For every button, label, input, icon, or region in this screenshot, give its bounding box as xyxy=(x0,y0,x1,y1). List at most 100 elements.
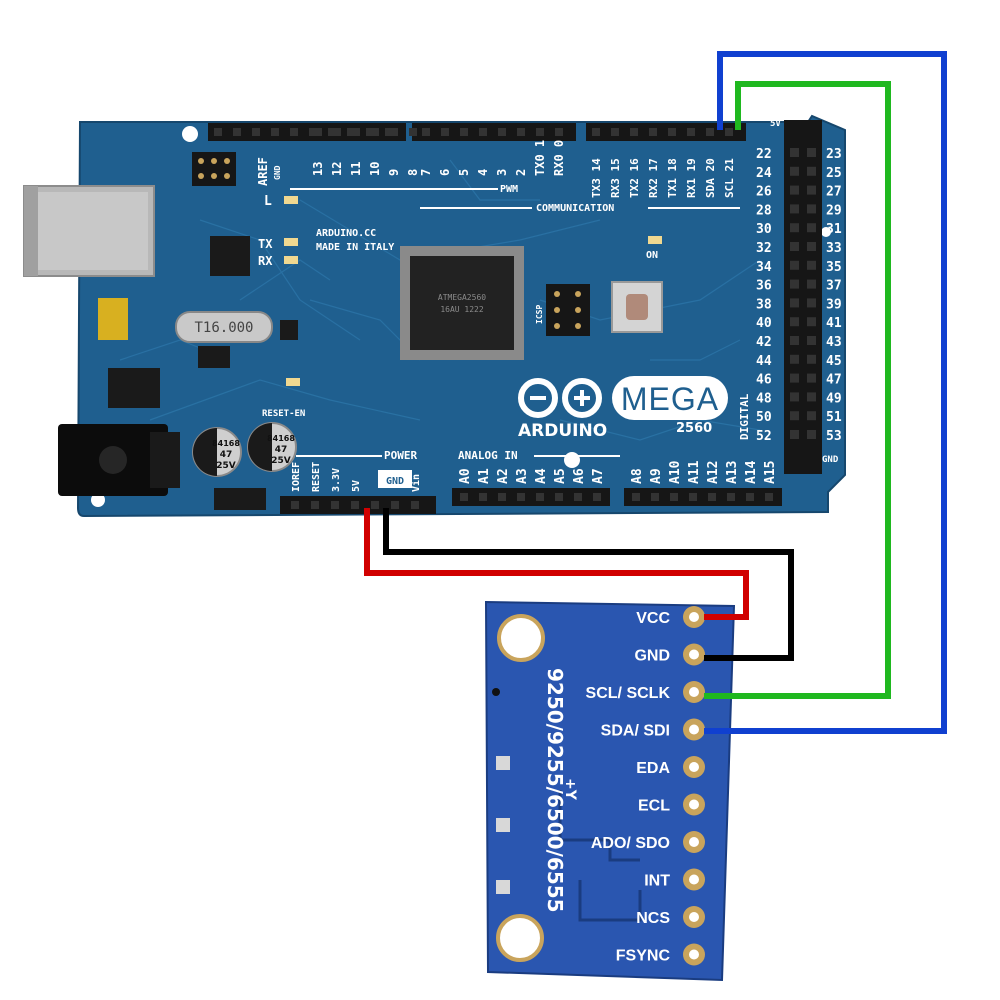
pin-label-digital: 31 xyxy=(826,222,842,237)
capacitor-text: 47 xyxy=(275,445,288,455)
pin-label-digital: 48 xyxy=(756,391,772,406)
pin-label-digital: 52 xyxy=(756,429,772,444)
pin-label-digital: 42 xyxy=(756,335,772,350)
led-on xyxy=(648,236,662,244)
reset-button[interactable] xyxy=(611,281,663,333)
capacitor-text: 25V xyxy=(216,461,236,471)
pin-label-communication: RX3 15 xyxy=(609,158,622,198)
pin-label-digital: 23 xyxy=(826,147,842,162)
sensor-pin-hole xyxy=(689,874,699,885)
sensor-pin-label: FSYNC xyxy=(616,948,671,965)
header-pin xyxy=(668,128,676,136)
sensor-pin-label: INT xyxy=(644,873,670,890)
5v-top-label: 5V xyxy=(770,119,781,129)
header-pin xyxy=(807,279,816,289)
header-pin xyxy=(708,493,716,501)
gnd-highlight xyxy=(378,470,412,488)
pin-label-digital: 34 xyxy=(756,260,772,275)
header-pin xyxy=(807,298,816,308)
atmega2560-chip: ATMEGA2560 16AU 1222 xyxy=(400,246,524,360)
pin-label-digital: 25 xyxy=(826,166,842,181)
pin-label-digital: 6 xyxy=(438,169,452,176)
sensor-pin-label: ECL xyxy=(638,798,670,815)
gnd-side-label: GND xyxy=(822,455,839,465)
header-pin xyxy=(390,128,398,136)
header-pin xyxy=(807,411,816,421)
header-pin xyxy=(314,128,322,136)
header-pin xyxy=(807,204,816,214)
header-pin xyxy=(252,128,260,136)
header-pin xyxy=(422,128,430,136)
header-pin xyxy=(351,501,359,509)
header-pin xyxy=(790,373,799,383)
sensor-model-label: 9250/9255/6500/6555 xyxy=(543,668,567,913)
header-pin xyxy=(331,501,339,509)
pin-label-digital: 4 xyxy=(476,169,490,176)
arduino-logo xyxy=(518,378,602,418)
mega-badge xyxy=(612,376,728,420)
header-pin xyxy=(746,493,754,501)
header-pin xyxy=(807,242,816,251)
header-pin xyxy=(366,128,374,136)
capacitor-text: 47 xyxy=(220,450,233,460)
aref-label: AREF xyxy=(256,157,270,186)
header-pin xyxy=(807,354,816,364)
header-pin xyxy=(790,298,799,308)
pin-label-power: 5V xyxy=(351,480,362,492)
pin-label-digital: 47 xyxy=(826,373,842,388)
header-pin xyxy=(790,430,799,439)
pin-label-communication: RX1 19 xyxy=(685,158,698,198)
wire-5v-vcc xyxy=(364,508,749,620)
header-pin xyxy=(290,128,298,136)
reset-en-jumper xyxy=(286,378,300,386)
led-l xyxy=(284,196,298,204)
sensor-mount-hole xyxy=(497,614,545,662)
header-pin xyxy=(352,128,360,136)
pin-label-digital: 29 xyxy=(826,203,842,218)
header-pin xyxy=(385,128,393,136)
pin-label-digital: 2 xyxy=(514,169,528,176)
header-pin xyxy=(555,493,563,501)
icsp-header-usb xyxy=(192,152,236,186)
sensor-pin-label: SDA/ SDI xyxy=(601,723,670,740)
header-pin xyxy=(670,493,678,501)
header-pin xyxy=(611,128,619,136)
pin-label-digital: 24 xyxy=(756,166,772,181)
wires xyxy=(364,51,947,734)
pin-label-digital: TX0 1 xyxy=(533,140,547,176)
pin-label-analog: A4 xyxy=(534,468,549,484)
header-pin xyxy=(807,373,816,383)
header-pin xyxy=(807,260,816,270)
header-pin xyxy=(309,128,317,136)
header-pin xyxy=(807,336,816,345)
header-pin xyxy=(790,260,799,270)
wire-gnd-gnd xyxy=(383,508,794,661)
usb-connector xyxy=(23,185,155,277)
axis-label: +Y xyxy=(562,778,578,801)
sensor-dot xyxy=(492,688,500,696)
pin-label-analog: A12 xyxy=(706,461,721,484)
header-pin xyxy=(790,223,799,233)
wire-sda xyxy=(704,51,947,734)
on-label: ON xyxy=(646,250,658,261)
pin-label-communication: TX2 16 xyxy=(628,158,641,198)
header-pin xyxy=(807,317,816,327)
tx-led-label: TX xyxy=(258,237,273,251)
header-pin xyxy=(765,493,773,501)
header-pin xyxy=(574,493,582,501)
pin-label-digital: 8 xyxy=(406,169,420,176)
header-pin xyxy=(790,185,799,195)
pin-label-digital: 27 xyxy=(826,185,842,200)
header-communication xyxy=(586,123,746,141)
header-pin xyxy=(790,148,799,157)
pin-label-analog: A5 xyxy=(553,468,568,484)
made-in-label: MADE IN ITALY xyxy=(316,242,394,253)
pwm-label: PWM xyxy=(500,184,518,195)
header-pin xyxy=(555,128,563,136)
header-pin xyxy=(498,493,506,501)
pin-label-digital: 7 xyxy=(419,169,433,176)
pin-label-analog: A3 xyxy=(515,468,530,484)
pin-label-analog: A7 xyxy=(591,468,606,484)
pin-label-digital: 38 xyxy=(756,297,772,312)
header-pin xyxy=(706,128,714,136)
